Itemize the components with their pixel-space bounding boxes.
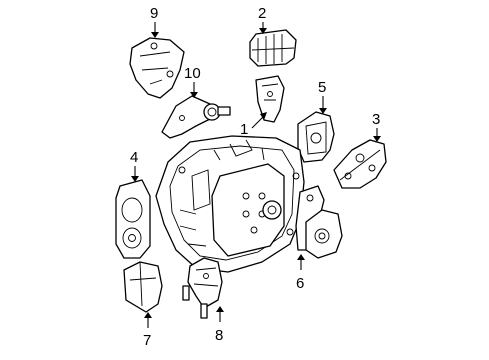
- part-7-lower-left-bracket: [123, 261, 163, 313]
- callout-10: 10: [184, 65, 201, 82]
- part-10-bushing-bracket: [161, 95, 231, 139]
- callout-6: 6: [296, 275, 304, 292]
- part-2-mount-pad: [249, 29, 297, 67]
- callout-7: 7: [143, 332, 151, 349]
- transaxle-assembly: [155, 135, 305, 273]
- callout-5: 5: [318, 79, 326, 96]
- callout-9: 9: [150, 5, 158, 22]
- callout-4: 4: [130, 149, 138, 166]
- part-1-bracket: [255, 75, 285, 123]
- callout-3: 3: [372, 111, 380, 128]
- part-8-lower-center-bracket: [182, 257, 223, 319]
- callout-1: 1: [240, 121, 248, 138]
- callout-8: 8: [215, 327, 223, 344]
- part-4-left-mount: [115, 179, 151, 259]
- callout-2: 2: [258, 5, 266, 22]
- part-5-side-mount: [297, 111, 335, 163]
- part-9-upper-bracket: [129, 37, 185, 99]
- part-6-lower-right-mount: [295, 185, 343, 259]
- part-3-right-bracket: [333, 139, 387, 189]
